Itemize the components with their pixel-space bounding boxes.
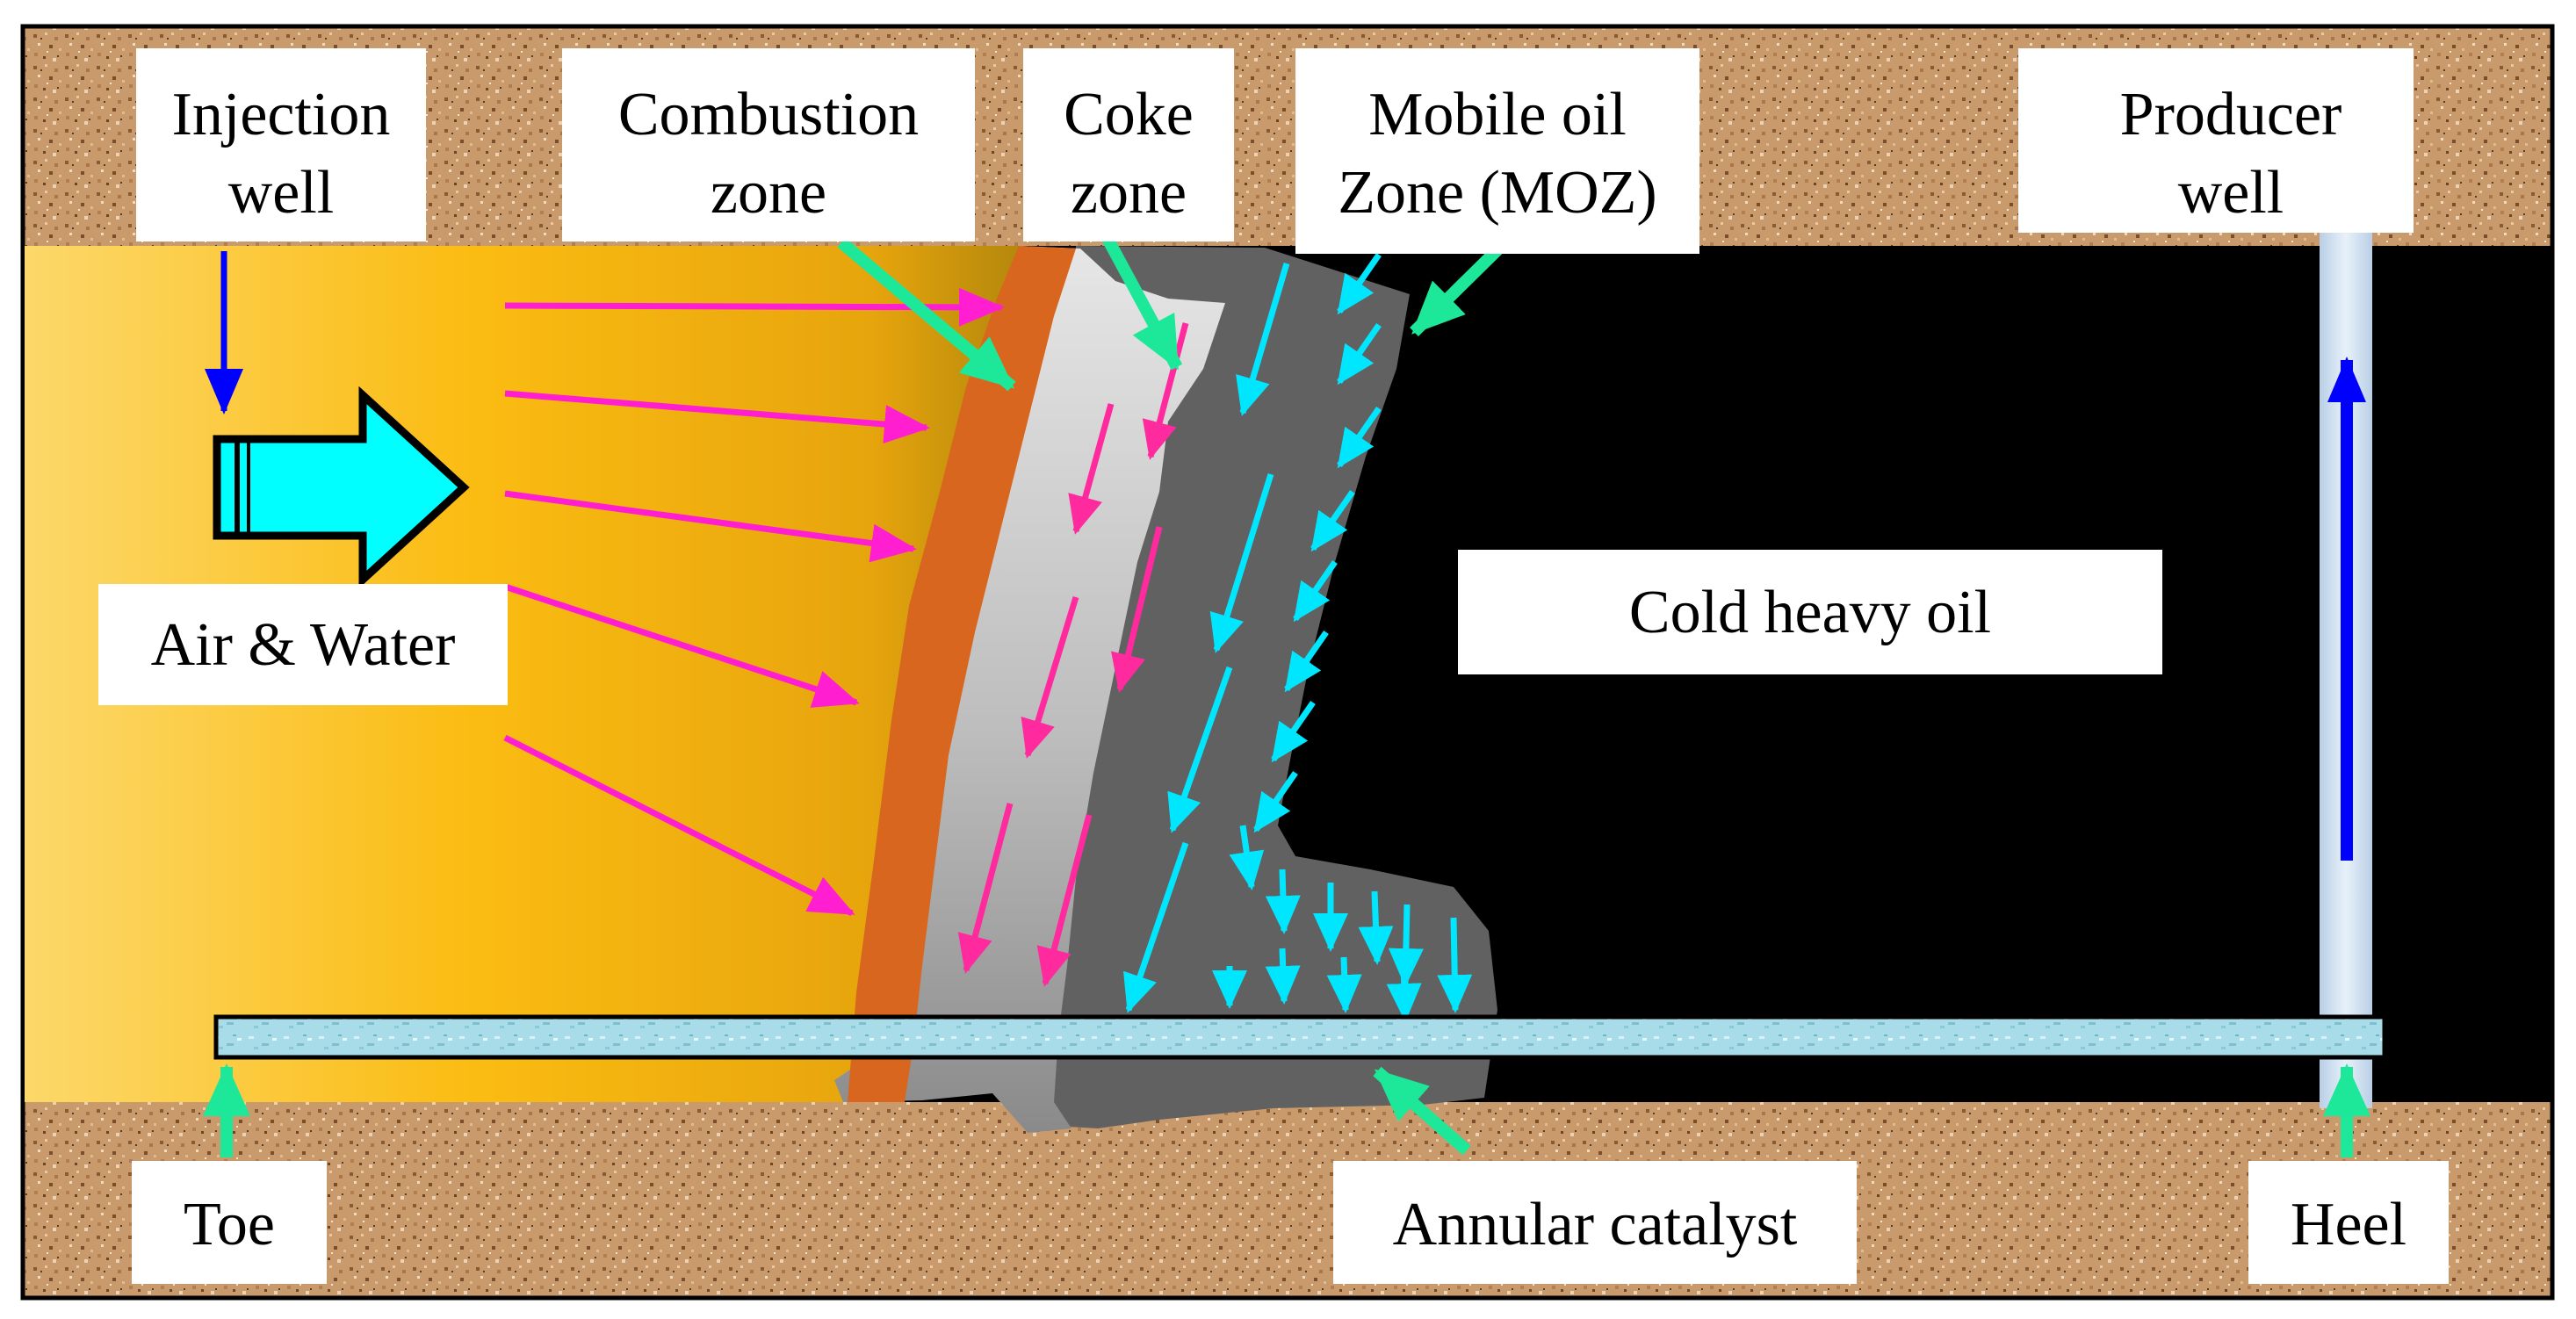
label-coke-zone-line1: Coke — [1064, 81, 1194, 148]
coke-flow-arrow — [957, 803, 1014, 974]
oil-flow-arrow — [1284, 631, 1329, 693]
oil-flow-arrow — [1236, 263, 1290, 416]
label-air-water-text: Air & Water — [151, 611, 456, 679]
oil-flow-arrow — [1310, 490, 1355, 552]
combustion-front — [848, 246, 1076, 1102]
label-producer-well-line1: Producer — [2120, 81, 2342, 148]
oil-flow-arrow — [1337, 253, 1382, 315]
label-annular-catalyst-text: Annular catalyst — [1393, 1191, 1798, 1258]
coke-flow-arrow — [1021, 595, 1079, 759]
label-combustion-zone: Combustion zone — [562, 48, 975, 241]
oil-flow-arrow — [1271, 701, 1316, 763]
gas-flow-arrows — [503, 287, 1005, 917]
label-air-water: Air & Water — [98, 584, 508, 705]
coke-flow-arrow — [1068, 403, 1115, 535]
mobile-oil-flow-arrows — [1123, 253, 1473, 1022]
oil-flow-arrow — [1253, 771, 1298, 833]
oil-flow-arrow — [1167, 666, 1233, 833]
oil-flow-arrow — [1337, 323, 1382, 386]
annular-catalyst-pointer — [1373, 1066, 1471, 1156]
oil-flow-arrow — [1209, 472, 1274, 653]
gas-flow-arrow — [503, 583, 860, 708]
label-injection-well-line1: Injection — [172, 81, 391, 148]
annular-catalyst-horizontal-well — [213, 1014, 2387, 1060]
label-coke-zone-line2: zone — [1071, 159, 1187, 227]
oil-flow-arrow — [1123, 841, 1189, 1013]
label-mobile-oil-zone-line2: Zone (MOZ) — [1338, 159, 1657, 227]
gas-flow-arrow — [503, 734, 855, 917]
label-cold-heavy-oil: Cold heavy oil — [1458, 550, 2162, 674]
oil-flow-arrow — [1265, 869, 1301, 934]
label-mobile-oil-zone-line1: Mobile oil — [1368, 81, 1627, 148]
coke-zone-pointer — [1099, 230, 1183, 371]
label-injection-well-line2: well — [228, 159, 335, 227]
label-producer-well: Producer well — [2018, 48, 2414, 233]
label-toe-text: Toe — [184, 1191, 275, 1258]
oil-flow-arrow — [1326, 956, 1362, 1013]
coke-flow-arrows — [957, 322, 1189, 987]
coke-flow-arrow — [1111, 526, 1163, 693]
label-combustion-zone-line1: Combustion — [618, 81, 919, 148]
label-heel: Heel — [2248, 1161, 2449, 1284]
gas-flow-arrow — [504, 490, 917, 563]
combustion-zone-pointer — [837, 237, 1016, 392]
label-toe: Toe — [132, 1161, 327, 1284]
coke-flow-arrow — [1142, 322, 1189, 460]
oil-flow-arrow — [1229, 825, 1265, 890]
label-combustion-zone-line2: zone — [711, 159, 826, 227]
label-producer-well-line2: well — [2178, 159, 2284, 227]
label-injection-well: Injection well — [136, 48, 426, 241]
gas-flow-arrow — [504, 390, 930, 444]
oil-flow-arrow — [1358, 890, 1394, 965]
label-annular-catalyst: Annular catalyst — [1333, 1161, 1857, 1284]
label-coke-zone: Coke zone — [1023, 48, 1234, 241]
oil-flow-arrow — [1293, 560, 1338, 623]
label-heel-text: Heel — [2291, 1191, 2406, 1258]
oil-flow-arrow — [1337, 407, 1382, 469]
label-mobile-oil-zone: Mobile oil Zone (MOZ) — [1295, 48, 1699, 254]
coke-zone — [834, 246, 1225, 1133]
label-cold-heavy-oil-text: Cold heavy oil — [1629, 579, 1991, 646]
coke-flow-arrow — [1036, 814, 1093, 987]
oil-flow-arrow — [1265, 948, 1301, 1005]
oil-flow-arrow — [1386, 965, 1422, 1022]
air-water-injection-arrow — [213, 386, 470, 589]
oil-flow-arrow — [1437, 917, 1473, 1013]
